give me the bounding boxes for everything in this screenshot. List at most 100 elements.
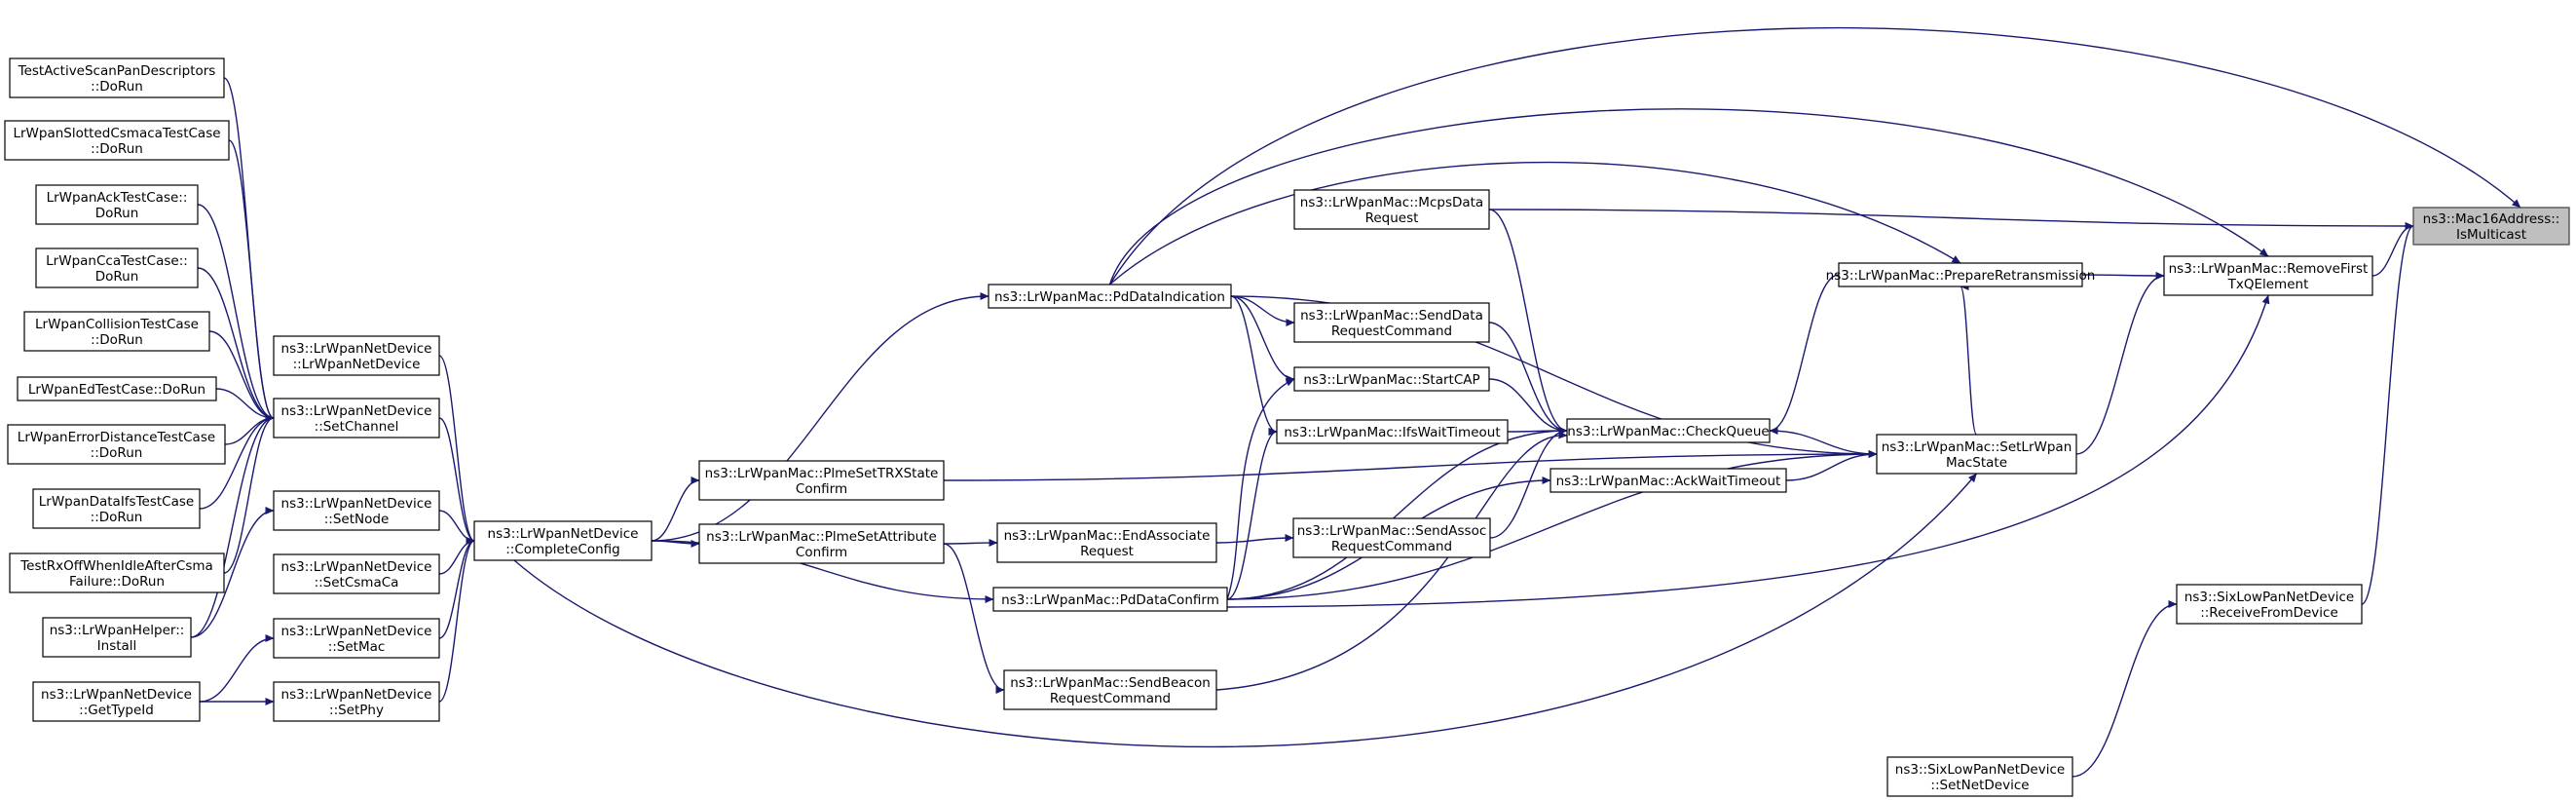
node-label: ns3::LrWpanHelper:: [50,623,185,638]
edge-removefirst-to-root [2371,221,2414,277]
node-label: RequestCommand [1331,539,1452,554]
edge-pddataconfirm-to-startcap [1226,378,1295,600]
node-root[interactable]: ns3::Mac16Address::IsMulticast [2412,207,2570,246]
edge-completeconfig-to-pddataind [651,291,989,542]
node-completeconfig[interactable]: ns3::LrWpanNetDevice::CompleteConfig [473,520,653,561]
node-label: ns3::LrWpanMac::SendData [1300,308,1483,324]
node-preparetx[interactable]: ns3::LrWpanMac::PrepareRetransmission [1826,262,2096,287]
node-label: ns3::LrWpanNetDevice [281,687,432,703]
node-setchannel[interactable]: ns3::LrWpanNetDevice::SetChannel [273,398,440,438]
node-label: MacState [1946,455,2007,471]
node-pddataconfirm[interactable]: ns3::LrWpanMac::PdDataConfirm [992,587,1228,612]
node-label: ::DoRun [91,79,143,95]
node-t_errdist[interactable]: LrWpanErrorDistanceTestCase::DoRun [7,424,226,465]
node-box [273,398,440,438]
edge-ctor-to-completeconfig [438,355,475,545]
node-box [2176,584,2363,625]
edge-pddataconfirm-to-setstate [1226,449,1878,600]
node-t_dataifs[interactable]: LrWpanDataIfsTestCase::DoRun [32,488,201,529]
node-box [698,523,945,564]
edge-preparetx-to-checkqueue [1769,274,1840,436]
node-label: ns3::LrWpanMac::McpsData [1300,195,1483,210]
node-setphy[interactable]: ns3::LrWpanNetDevice::SetPhy [273,681,440,722]
node-label: ::SetNode [324,512,390,527]
node-label: ns3::LrWpanMac::RemoveFirst [2169,261,2369,277]
node-box [1276,419,1509,444]
node-label: DoRun [95,269,139,285]
edge-sendassoc-to-checkqueue [1489,426,1568,539]
edge-plmeattr-to-endassoc [943,538,998,548]
node-label: Request [1365,210,1419,226]
node-box [2412,207,2570,246]
node-t_activescan[interactable]: TestActiveScanPanDescriptors::DoRun [9,57,225,98]
node-ctor[interactable]: ns3::LrWpanNetDevice::LrWpanNetDevice [273,335,440,376]
node-box [1876,434,2077,475]
node-label: ns3::SixLowPanNetDevice [1895,762,2065,778]
node-label: ::CompleteConfig [505,542,619,557]
node-ackwait[interactable]: ns3::LrWpanMac::AckWaitTimeout [1549,468,1787,493]
node-label: ns3::LrWpanMac::IfsWaitTimeout [1284,425,1500,440]
node-box [473,520,653,561]
node-startcap[interactable]: ns3::LrWpanMac::StartCAP [1293,366,1490,392]
node-label: ns3::LrWpanNetDevice [281,559,432,575]
edge-sixsetnd-to-sixrecv [2072,599,2178,778]
edge-pddataconfirm-to-removefirst [1226,294,2270,608]
node-label: ::DoRun [91,332,143,348]
node-ifswait[interactable]: ns3::LrWpanMac::IfsWaitTimeout [1276,419,1509,444]
node-box [32,488,201,529]
node-checkqueue[interactable]: ns3::LrWpanMac::CheckQueue [1566,418,1771,443]
node-sixsetnd[interactable]: ns3::SixLowPanNetDevice::SetNetDevice [1886,756,2073,797]
node-setnode[interactable]: ns3::LrWpanNetDevice::SetNode [273,490,440,531]
node-t_ack[interactable]: LrWpanAckTestCase::DoRun [35,184,199,225]
edge-setstate-to-removefirst [2075,271,2165,455]
node-t_cca[interactable]: LrWpanCcaTestCase::DoRun [35,248,199,288]
node-label: ns3::LrWpanNetDevice [281,341,432,357]
node-helper[interactable]: ns3::LrWpanHelper::Install [42,617,192,658]
edge-t_dataifs-to-setchannel [199,413,275,510]
edge-mcps-to-checkqueue [1488,209,1568,435]
node-label: ns3::LrWpanMac::SendAssoc [1297,523,1487,539]
node-box [32,681,201,722]
node-box [992,587,1228,612]
edge-completeconfig-to-plmetrx [651,476,700,542]
node-label: ns3::LrWpanMac::PdDataIndication [994,289,1225,305]
node-label: ::LrWpanNetDevice [293,357,421,372]
node-box [23,311,210,352]
node-label: Failure::DoRun [69,574,165,590]
edge-pddataind-to-startcap [1230,295,1295,384]
node-gettypeid[interactable]: ns3::LrWpanNetDevice::GetTypeId [32,681,201,722]
node-box [1838,262,2083,287]
node-label: LrWpanSlottedCsmacaTestCase [13,126,220,141]
edge-t_collision-to-setchannel [208,330,275,423]
node-box [4,120,230,161]
edge-pddataconfirm-to-ifswait [1226,428,1278,600]
node-box [1886,756,2073,797]
node-box [273,618,440,659]
node-t_ed[interactable]: LrWpanEdTestCase::DoRun [17,376,217,401]
edge-pddataconfirm-to-checkqueue [1226,426,1568,600]
node-t_slotted[interactable]: LrWpanSlottedCsmacaTestCase::DoRun [4,120,230,161]
node-box [35,248,199,288]
node-sixrecv[interactable]: ns3::SixLowPanNetDevice::ReceiveFromDevi… [2176,584,2363,625]
node-label: ns3::LrWpanMac::PrepareRetransmission [1826,268,2096,284]
edge-mcps-to-root [1488,209,2414,231]
edge-t_slotted-to-setchannel [228,139,275,422]
node-setcsmaca[interactable]: ns3::LrWpanNetDevice::SetCsmaCa [273,553,440,594]
node-t_collision[interactable]: LrWpanCollisionTestCase::DoRun [23,311,210,352]
node-pddataind[interactable]: ns3::LrWpanMac::PdDataIndication [988,284,1232,309]
node-box [35,184,199,225]
node-box [1293,189,1490,230]
node-setmac[interactable]: ns3::LrWpanNetDevice::SetMac [273,618,440,659]
edge-pddataind-to-preparetx [1109,161,1961,286]
